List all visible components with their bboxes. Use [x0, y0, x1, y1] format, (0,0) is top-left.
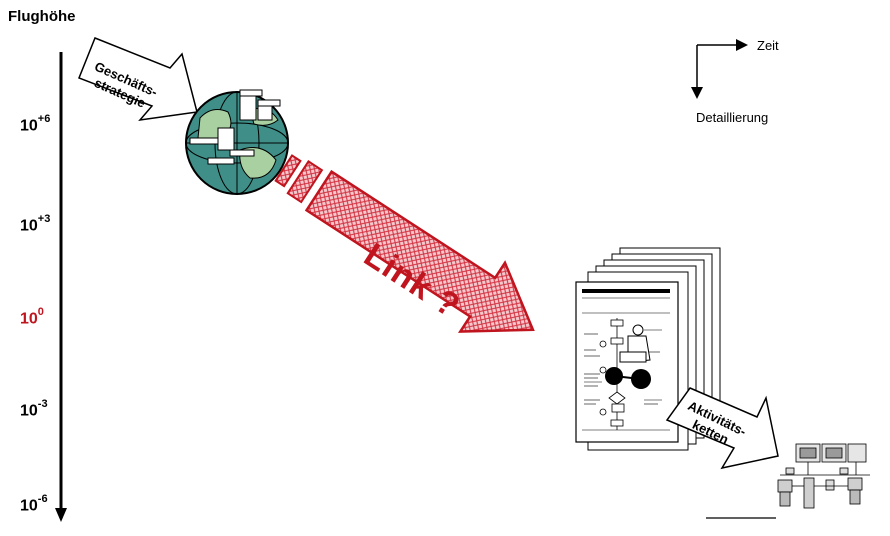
axis-title: Flughöhe	[8, 8, 76, 25]
globe-icon	[185, 89, 289, 195]
tick-label: 10+3	[20, 213, 51, 235]
altitude-axis	[55, 52, 67, 522]
computer-network-icon	[706, 443, 870, 519]
tick-label: 10-3	[20, 398, 48, 420]
time-label: Zeit	[757, 38, 779, 53]
link-arrow	[274, 154, 535, 333]
detail-label: Detaillierung	[696, 110, 769, 125]
worker-figure-icon	[605, 324, 651, 389]
activity-arrow	[665, 387, 779, 470]
tick-label: 10-6	[20, 493, 48, 515]
tick-label-highlighted: 100	[20, 306, 44, 328]
legend-axes	[691, 39, 748, 99]
strategy-arrow	[78, 37, 198, 122]
process-document-stack-icon	[575, 247, 721, 451]
tick-label: 10+6	[20, 113, 51, 135]
